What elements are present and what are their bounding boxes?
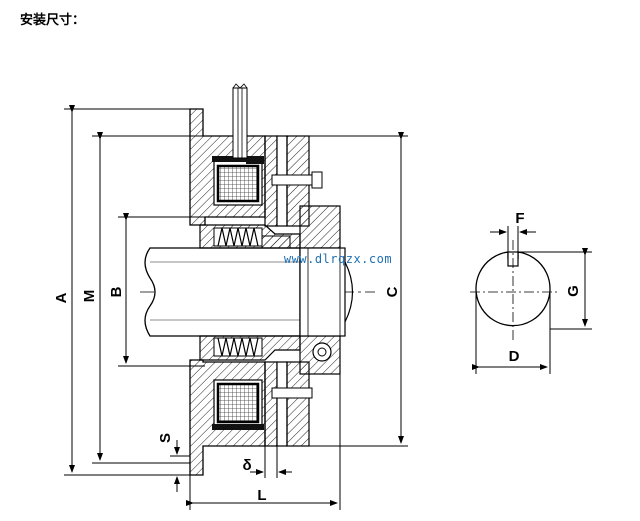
label-C: C xyxy=(384,286,401,297)
dim-B xyxy=(118,213,205,367)
dim-G xyxy=(518,248,592,330)
output-hub xyxy=(299,205,354,375)
dim-C xyxy=(309,132,408,447)
dim-A xyxy=(64,105,190,476)
label-F: F xyxy=(515,210,524,227)
dim-F xyxy=(490,226,536,252)
label-delta: δ xyxy=(242,457,251,474)
dim-L xyxy=(186,374,341,510)
label-S: S xyxy=(157,433,174,443)
dim-S xyxy=(170,440,190,492)
watermark: www.dlrqzx.com xyxy=(284,252,392,266)
hub-lower xyxy=(199,335,301,361)
dim-delta xyxy=(250,446,292,478)
shaft-end-view xyxy=(470,240,560,340)
page-title: 安装尺寸： xyxy=(20,13,86,28)
hub-upper xyxy=(199,224,301,249)
field-housing-upper xyxy=(189,108,266,226)
shaft xyxy=(144,247,301,337)
label-G: G xyxy=(565,285,582,297)
label-A: A xyxy=(53,292,70,303)
dim-D xyxy=(472,292,551,374)
lead-wire xyxy=(232,83,248,159)
label-M: M xyxy=(81,290,98,303)
label-B: B xyxy=(108,286,125,297)
dim-M xyxy=(92,132,203,464)
coil-lower xyxy=(216,382,260,424)
armature-lower xyxy=(264,361,313,447)
armature-upper xyxy=(264,135,323,227)
field-housing-lower xyxy=(189,359,266,476)
label-L: L xyxy=(257,487,266,504)
label-D: D xyxy=(509,348,520,365)
coil-upper xyxy=(216,164,260,203)
